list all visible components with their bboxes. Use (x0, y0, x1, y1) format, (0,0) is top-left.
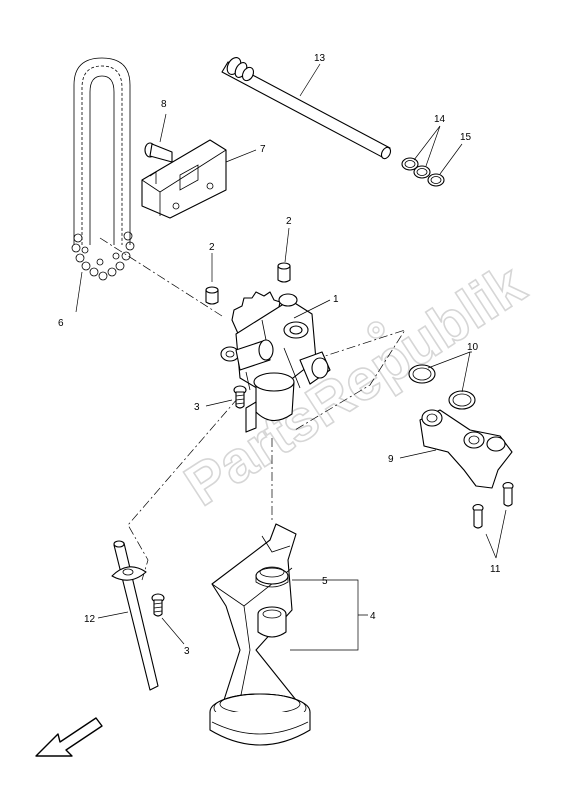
part-10-gaskets (408, 364, 476, 410)
callout-1: 1 (333, 294, 339, 305)
callout-9: 9 (388, 454, 394, 465)
callout-10: 10 (467, 342, 479, 353)
callout-5: 5 (322, 576, 328, 587)
callout-3-upper: 3 (194, 402, 200, 413)
callouts: 1 2 2 3 3 4 5 6 7 8 9 10 11 12 13 14 15 (58, 53, 501, 657)
callout-12: 12 (84, 614, 96, 625)
callout-2-left: 2 (209, 242, 215, 253)
callout-4: 4 (370, 611, 376, 622)
part-2-dowel-pin-left (205, 286, 219, 305)
part-8-bolt (144, 142, 173, 163)
callout-3-lower: 3 (184, 646, 190, 657)
part-14-o-rings (401, 157, 431, 179)
callout-7: 7 (260, 144, 266, 155)
part-3-bolt-lower (151, 593, 165, 617)
part-13-rod (221, 57, 392, 160)
front-direction-arrow-icon (35, 717, 103, 757)
callout-6: 6 (58, 318, 64, 329)
part-3-bolt-upper (233, 385, 247, 409)
part-15-o-ring (427, 173, 445, 187)
callout-14: 14 (434, 114, 446, 125)
callout-13: 13 (314, 53, 326, 64)
part-6-chain (71, 57, 135, 281)
leader-lines (75, 63, 507, 651)
part-5-o-ring-upper (255, 566, 289, 588)
gear-icon (367, 321, 385, 339)
callout-11: 11 (490, 564, 501, 575)
callout-15: 15 (460, 132, 472, 143)
part-5-o-ring-lower (257, 606, 287, 638)
part-9-elbow (419, 409, 513, 489)
part-1-oil-pump (220, 291, 331, 433)
callout-8: 8 (161, 99, 167, 110)
part-7-chain-guide (141, 139, 227, 219)
part-11-bolts (472, 481, 514, 529)
callout-2-right: 2 (286, 216, 292, 227)
part-4-strainer (209, 523, 311, 746)
part-2-dowel-pin-right (277, 262, 291, 283)
part-12-pipe (111, 540, 159, 691)
assembly-lines (99, 237, 406, 581)
